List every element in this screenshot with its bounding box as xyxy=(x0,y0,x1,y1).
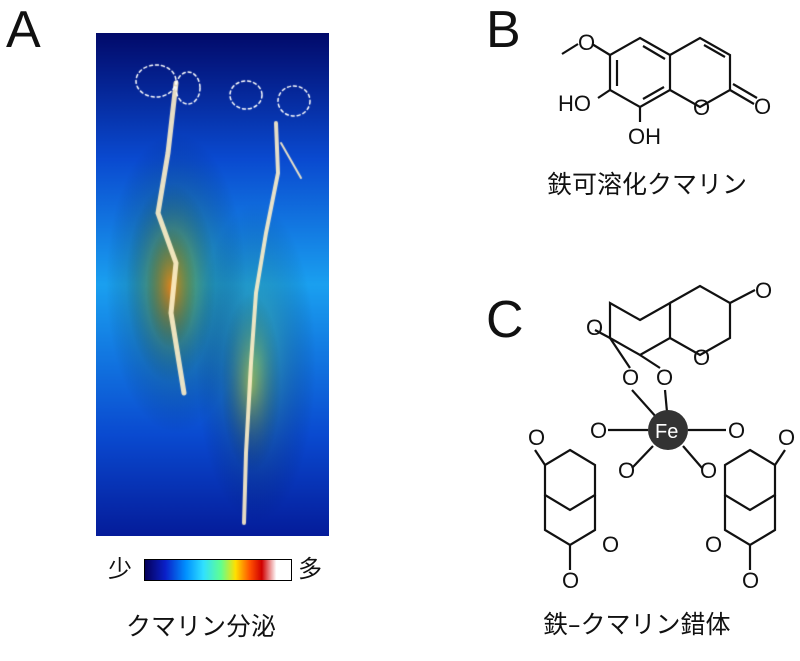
panel-letter-c: C xyxy=(486,291,524,349)
panel-letter-a: A xyxy=(6,1,41,59)
carbonyl-oxygen: O xyxy=(754,94,771,119)
caption-coumarin-secretion: クマリン分泌 xyxy=(126,612,277,641)
top-ring-oxygen: O xyxy=(693,345,710,370)
right-phenolate-oxygen-1: O xyxy=(728,418,745,443)
methoxy-oxygen: O xyxy=(578,30,595,55)
coumarin-structure: O HO OH O O xyxy=(558,30,771,149)
right-phenolate-oxygen-2: O xyxy=(700,458,717,483)
top-methoxy-oxygen: O xyxy=(586,315,603,340)
color-scale-bar xyxy=(144,559,292,581)
left-carbonyl-oxygen: O xyxy=(562,568,579,593)
caption-iron-coumarin-complex: 鉄–クマリン錯体 xyxy=(543,610,731,639)
top-phenolate-oxygen-2: O xyxy=(656,365,673,390)
iron-label: Fe xyxy=(655,421,678,443)
color-scale: 少 多 xyxy=(108,553,328,585)
right-carbonyl-oxygen: O xyxy=(742,568,759,593)
left-phenolate-oxygen-1: O xyxy=(590,418,607,443)
scale-min-label: 少 xyxy=(108,555,132,583)
iron-atom xyxy=(648,410,688,450)
benzene-ring xyxy=(608,36,672,109)
right-ligand-ring xyxy=(723,448,777,512)
hydroxy-label-1: HO xyxy=(558,91,591,116)
left-methoxy-oxygen: O xyxy=(528,425,545,450)
iron-coumarin-complex-structure: O O O O O Fe O O O O O O O O O O xyxy=(528,278,795,593)
hydroxy-label-2: OH xyxy=(628,124,661,149)
right-ring-oxygen: O xyxy=(705,532,722,557)
right-methoxy-oxygen: O xyxy=(778,425,795,450)
top-ligand-ring xyxy=(608,301,672,357)
left-phenolate-oxygen-2: O xyxy=(618,458,635,483)
pyranone-ring xyxy=(669,36,732,109)
coumarin-fluorescence-image xyxy=(96,33,329,536)
ring-oxygen: O xyxy=(693,95,710,120)
scale-max-label: 多 xyxy=(298,555,322,583)
left-ring-oxygen: O xyxy=(602,532,619,557)
panel-letter-b: B xyxy=(486,1,521,59)
top-carbonyl-oxygen: O xyxy=(755,278,772,303)
top-phenolate-oxygen-1: O xyxy=(622,365,639,390)
caption-iron-solubilizing-coumarin: 鉄可溶化クマリン xyxy=(547,170,748,199)
left-ligand-ring xyxy=(543,448,597,512)
